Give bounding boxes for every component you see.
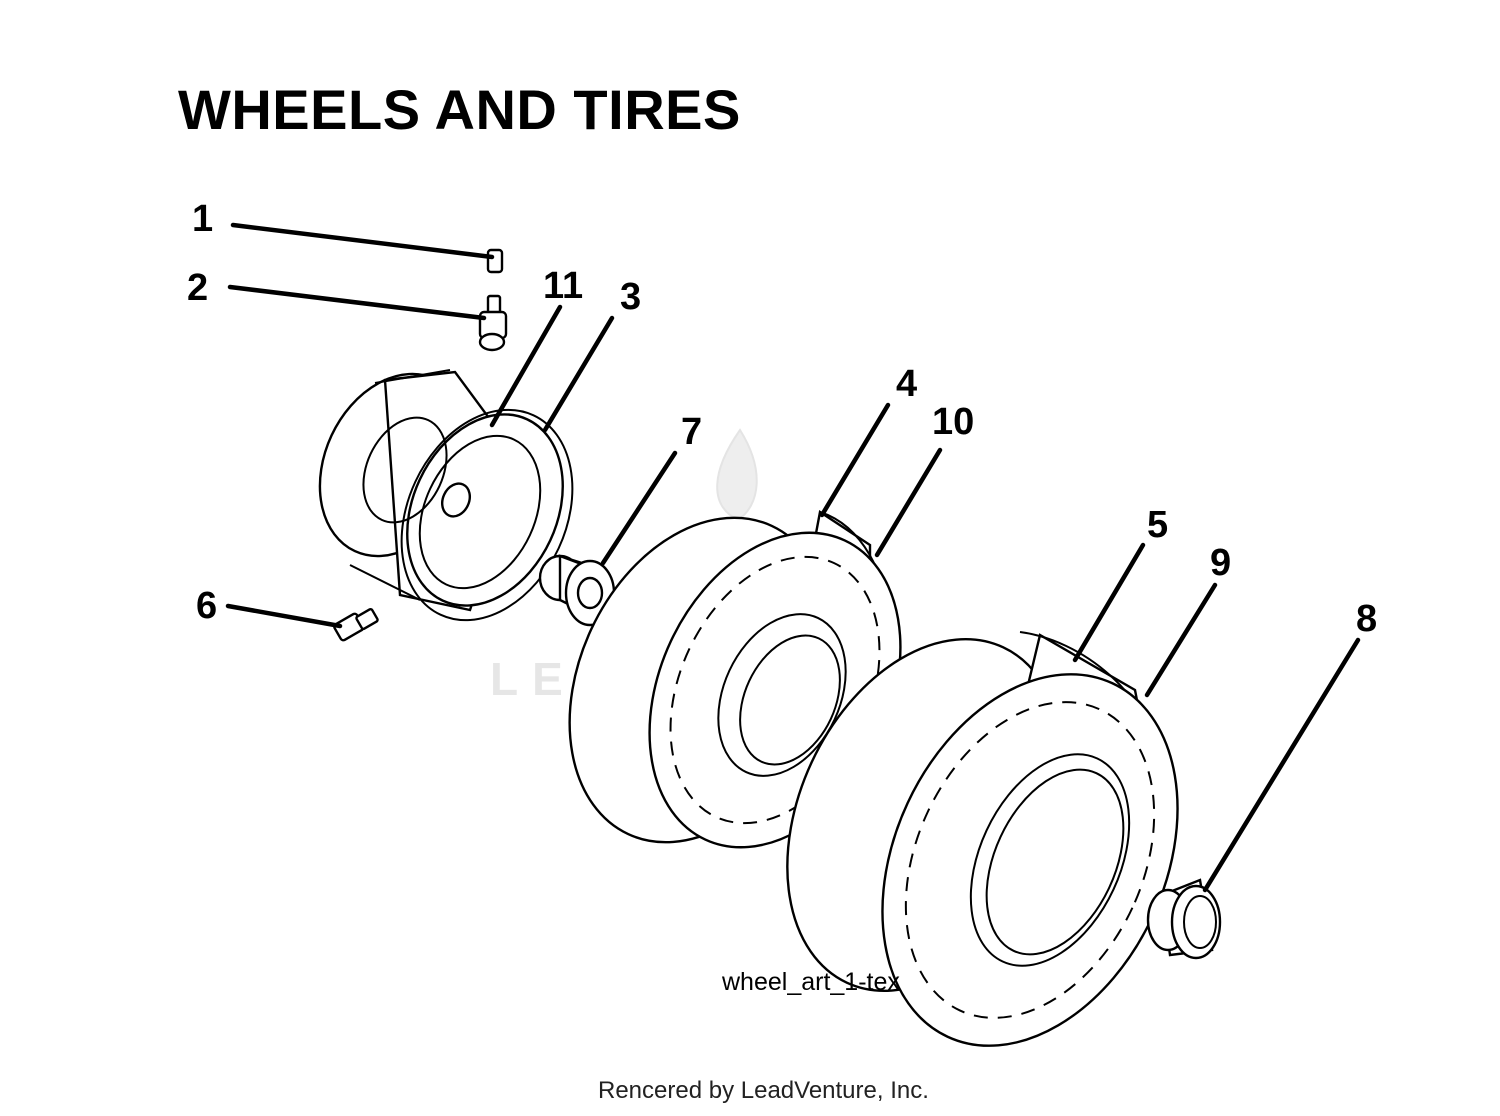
callout-5: 5: [1147, 504, 1168, 546]
valve-cap: [486, 248, 504, 274]
leader-line-2: [227, 284, 487, 321]
front-tire: [568, 510, 902, 849]
bushing: [538, 554, 616, 627]
leader-line-5: [1072, 542, 1146, 663]
leader-line-11: [489, 304, 563, 428]
callout-11: 11: [543, 265, 583, 307]
leader-line-8: [1202, 637, 1361, 893]
hub-cap: [1146, 878, 1222, 960]
footer-credit: Rencered by LeadVenture, Inc.: [598, 1077, 929, 1104]
leader-line-10: [874, 447, 943, 558]
callout-8: 8: [1356, 598, 1377, 640]
leader-line-6: [225, 603, 343, 629]
art-reference: wheel_art_1-tex: [721, 968, 900, 996]
callout-10: 10: [932, 401, 974, 443]
lug-bolt: [333, 607, 379, 642]
leader-line-9: [1144, 582, 1218, 698]
callout-labels: 1 2 11 3 7 4 10 5 9 8 6: [187, 198, 1377, 640]
leader-line-7: [600, 450, 678, 566]
callout-7: 7: [681, 411, 702, 453]
leader-line-1: [230, 222, 495, 260]
callout-4: 4: [896, 363, 917, 405]
leader-line-4: [819, 402, 891, 518]
callout-1: 1: [192, 198, 213, 240]
leader-line-3: [542, 315, 615, 433]
callout-9: 9: [1210, 542, 1231, 584]
callout-6: 6: [196, 585, 217, 627]
wheel-rim: [318, 369, 564, 612]
leader-lines: [225, 222, 1361, 893]
page-title: WHEELS AND TIRES: [178, 78, 741, 141]
valve-stem: [478, 294, 508, 352]
callout-3: 3: [620, 276, 641, 318]
callout-2: 2: [187, 267, 208, 309]
rear-tire: [786, 631, 1179, 1047]
bead-ring: [400, 408, 574, 622]
